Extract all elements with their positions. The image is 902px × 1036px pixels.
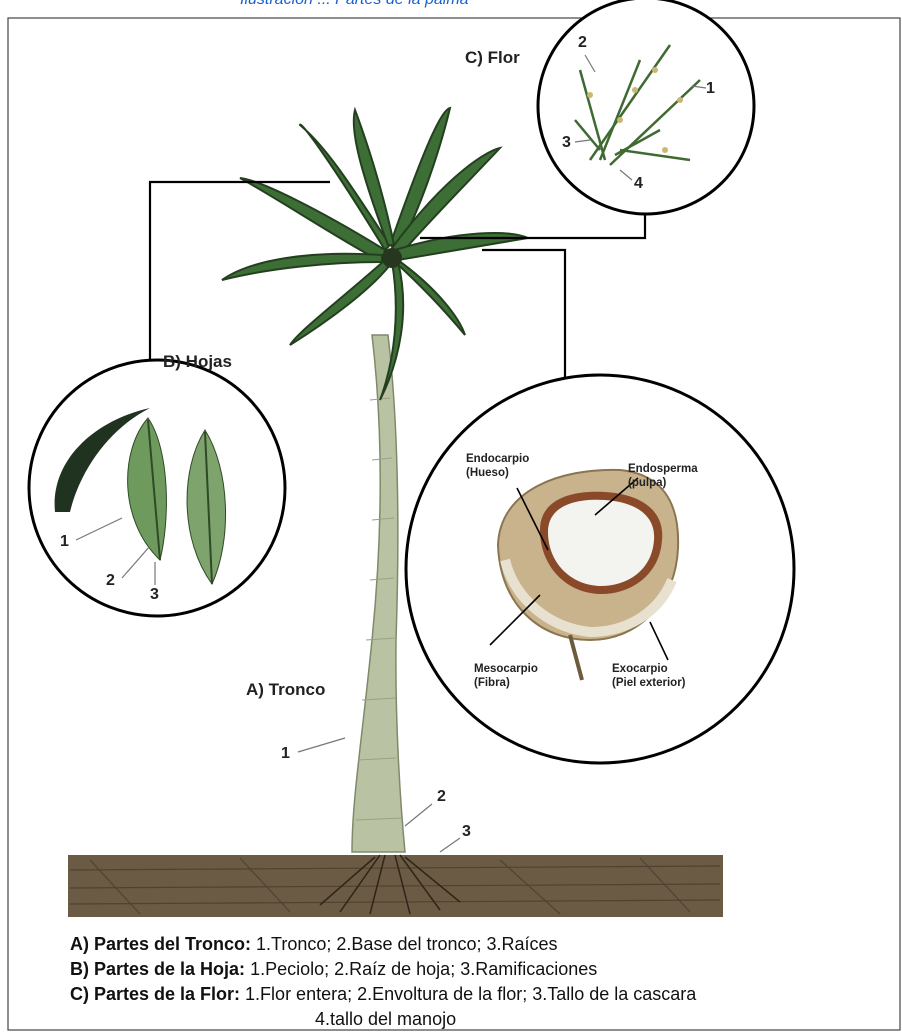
circle-flor (538, 0, 754, 214)
mesocarpio-sub: (Fibra) (474, 676, 538, 690)
mesocarpio-label: Mesocarpio (Fibra) (474, 662, 538, 690)
flor-title: C) Flor (465, 48, 520, 68)
tronco-num-2: 2 (437, 788, 446, 806)
exocarpio-sub: (Piel exterior) (612, 676, 686, 690)
trunk (352, 335, 405, 852)
legend-line-flor: C) Partes de la Flor: 1.Flor entera; 2.E… (70, 984, 696, 1005)
hojas-num-3: 3 (150, 586, 159, 604)
hojas-num-2: 2 (106, 572, 115, 590)
legend-line-flor-cont: 4.tallo del manojo (315, 1009, 456, 1030)
flor-num-4: 4 (634, 175, 643, 193)
exocarpio-label: Exocarpio (Piel exterior) (612, 662, 686, 690)
legend-line-tronco: A) Partes del Tronco: 1.Tronco; 2.Base d… (70, 934, 558, 955)
endosperma-sub: (pulpa) (628, 476, 698, 490)
tronco-num-1: 1 (281, 745, 290, 763)
tronco-num-3: 3 (462, 823, 471, 841)
flor-num-2: 2 (578, 34, 587, 52)
endocarpio-name: Endocarpio (466, 452, 529, 466)
flor-num-3: 3 (562, 134, 571, 152)
flor-num-1: 1 (706, 80, 715, 98)
legend-line-hoja: B) Partes de la Hoja: 1.Peciolo; 2.Raíz … (70, 959, 597, 980)
hojas-title: B) Hojas (163, 352, 232, 372)
hojas-num-1: 1 (60, 533, 69, 551)
exocarpio-name: Exocarpio (612, 662, 686, 676)
endocarpio-label: Endocarpio (Hueso) (466, 452, 529, 480)
tronco-title: A) Tronco (246, 680, 325, 700)
endosperma-name: Endosperma (628, 462, 698, 476)
endosperma-label: Endosperma (pulpa) (628, 462, 698, 490)
mesocarpio-name: Mesocarpio (474, 662, 538, 676)
endocarpio-sub: (Hueso) (466, 466, 529, 480)
